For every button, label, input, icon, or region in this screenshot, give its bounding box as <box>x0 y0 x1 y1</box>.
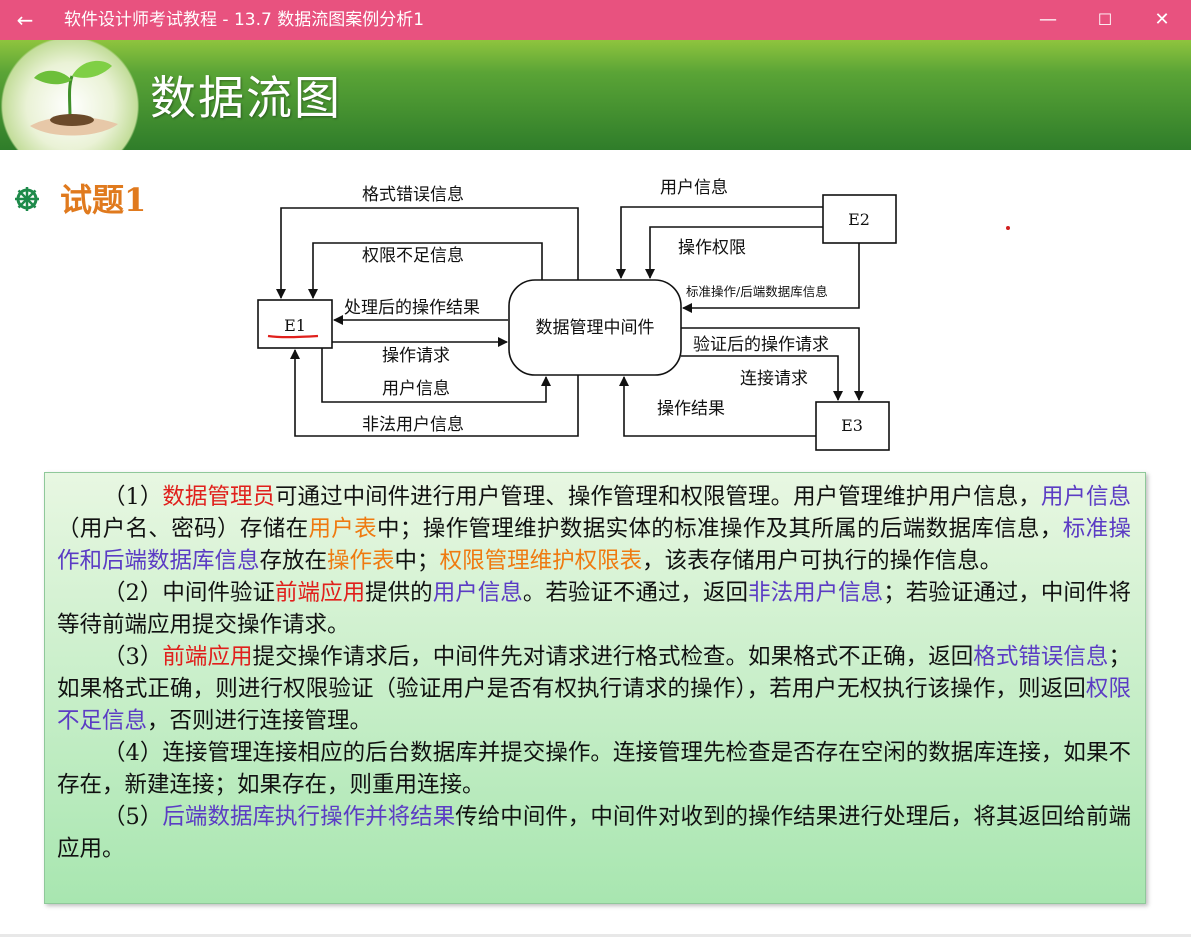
paragraph-1: （1）数据管理员可通过中间件进行用户管理、操作管理和权限管理。用户管理维护用户信… <box>57 481 1131 577</box>
flow-standard-ops <box>682 243 860 313</box>
paragraph-2: （2）中间件验证前端应用提供的用户信息。若验证不通过，返回非法用户信息；若验证通… <box>57 577 1131 641</box>
flow-connect-request <box>681 355 843 401</box>
p4-text-a: （4）连接管理连接相应的后台数据库并提交操作。连接管理先检查是否存在空闲的数据库… <box>57 740 1131 798</box>
p1-text-g: 中；操作管理维护数据实体的标准操作及其所属的后端数据库信息， <box>377 516 1063 542</box>
window-title: 软件设计师考试教程 - 13.7 数据流图案例分析1 <box>64 10 425 30</box>
flow-permission-insufficient <box>308 242 543 299</box>
data-flow-diagram: E1 E2 E3 数据管理中间件 格式错误信息 权限不足信息 处理后的操作结果 … <box>257 178 897 451</box>
back-arrow-icon[interactable]: ← <box>16 8 34 32</box>
p3-highlight-frontend: 前端应用 <box>162 644 253 670</box>
p2-text-g: ；若验证通过，中间件将等待前端应用提交操作请求。 <box>57 580 1131 638</box>
p3-highlight-perm-insufficient: 权限不足信息 <box>57 676 1131 734</box>
flow-illegal-user <box>290 349 579 437</box>
p2-text-a: （2）中间件验证 <box>103 580 276 606</box>
flow-user-info-e1 <box>321 348 551 403</box>
p3-text-a: （3） <box>103 644 163 670</box>
flow-verified-request <box>681 327 864 401</box>
p1-text-k: 中； <box>394 548 440 574</box>
p2-highlight-illegal-user: 非法用户信息 <box>748 580 884 606</box>
flow-op-result <box>619 376 816 437</box>
entity-e2 <box>822 194 897 244</box>
p1-highlight-op-table: 操作表 <box>327 548 395 574</box>
window-title-bar: ← 软件设计师考试教程 - 13.7 数据流图案例分析1 — ☐ ✕ <box>0 0 1191 40</box>
p3-text-e: ；如果格式正确，则进行权限验证（验证用户是否有权执行请求的操作），若用户无权执行… <box>57 644 1131 702</box>
label-op-result: 操作结果 <box>657 399 725 419</box>
paragraph-3: （3）前端应用提交操作请求后，中间件先对请求进行格式检查。如果格式不正确，返回格… <box>57 641 1131 737</box>
entity-e3 <box>815 401 890 451</box>
seedling-hand-image <box>0 40 140 150</box>
p3-text-g: ，否则进行连接管理。 <box>147 708 373 734</box>
p1-text-i: 存放在 <box>259 548 328 574</box>
e2-label: E2 <box>848 210 870 229</box>
flow-op-permission <box>645 226 823 279</box>
e1-label: E1 <box>284 316 306 335</box>
question-title-text: 试题1 <box>60 181 147 219</box>
p5-text-a: （5） <box>103 804 163 830</box>
p2-text-e: 。若验证不通过，返回 <box>522 580 749 606</box>
p1-text-m: ，该表存储用户可执行的操作信息。 <box>642 548 1003 574</box>
label-op-permission: 操作权限 <box>678 238 746 258</box>
p1-text-a: （1） <box>103 484 163 510</box>
paragraph-4: （4）连接管理连接相应的后台数据库并提交操作。连接管理先检查是否存在空闲的数据库… <box>57 737 1131 801</box>
slide-header-banner: 数据流图 <box>0 40 1191 150</box>
label-verified-request: 验证后的操作请求 <box>693 335 829 355</box>
red-pointer-dot <box>1006 226 1010 230</box>
slide-heading: 数据流图 <box>150 71 342 125</box>
p1-text-e: （用户名、密码）存储在 <box>57 516 309 542</box>
p2-highlight-user-info: 用户信息 <box>432 580 523 606</box>
paragraph-5: （5）后端数据库执行操作并将结果传给中间件，中间件对收到的操作结果进行处理后，将… <box>57 801 1131 865</box>
label-op-request: 操作请求 <box>382 346 450 366</box>
entity-e1 <box>257 299 333 349</box>
bottom-divider <box>0 934 1191 937</box>
description-text-box: （1）数据管理员可通过中间件进行用户管理、操作管理和权限管理。用户管理维护用户信… <box>44 472 1146 904</box>
label-processed-result: 处理后的操作结果 <box>344 298 480 318</box>
label-perm-insufficient: 权限不足信息 <box>362 246 464 266</box>
label-user-info-e1: 用户信息 <box>382 379 450 399</box>
label-format-error: 格式错误信息 <box>362 185 464 205</box>
p3-text-c: 提交操作请求后，中间件先对请求进行格式检查。如果格式不正确，返回 <box>252 644 974 670</box>
p1-highlight-user-info: 用户信息 <box>1040 484 1131 510</box>
label-connect-request: 连接请求 <box>740 369 808 389</box>
p1-highlight-std-ops: 标准操作和后端数据库信息 <box>57 516 1131 574</box>
flow-user-info-e2 <box>616 206 823 279</box>
label-illegal-user: 非法用户信息 <box>362 415 464 435</box>
p5-highlight-backend-result: 后端数据库执行操作并将结果 <box>162 804 456 830</box>
minimize-button[interactable]: — <box>1039 9 1057 30</box>
label-std-ops: 标准操作/后端数据库信息 <box>686 284 828 299</box>
p2-text-c: 提供的 <box>365 580 433 606</box>
p1-text-c: 可通过中间件进行用户管理、操作管理和权限管理。用户管理维护用户信息， <box>275 484 1041 510</box>
e3-label: E3 <box>841 416 863 435</box>
maximize-button[interactable]: ☐ <box>1097 10 1113 29</box>
red-underline-mark <box>267 334 319 339</box>
p1-highlight-perm-table: 权限管理维护权限表 <box>439 548 643 574</box>
process-label: 数据管理中间件 <box>536 318 655 338</box>
p5-text-c: 传给中间件，中间件对收到的操作结果进行处理后，将其返回给前端应用。 <box>57 804 1131 862</box>
wheel-bullet-icon <box>15 187 39 211</box>
p1-highlight-user-table: 用户表 <box>308 516 378 542</box>
flow-format-error <box>276 207 579 299</box>
p3-highlight-format-error: 格式错误信息 <box>973 644 1109 670</box>
close-button[interactable]: ✕ <box>1154 9 1170 30</box>
label-user-info-e2: 用户信息 <box>660 178 728 198</box>
p2-highlight-frontend: 前端应用 <box>275 580 366 606</box>
p1-highlight-data-admin: 数据管理员 <box>162 484 276 510</box>
